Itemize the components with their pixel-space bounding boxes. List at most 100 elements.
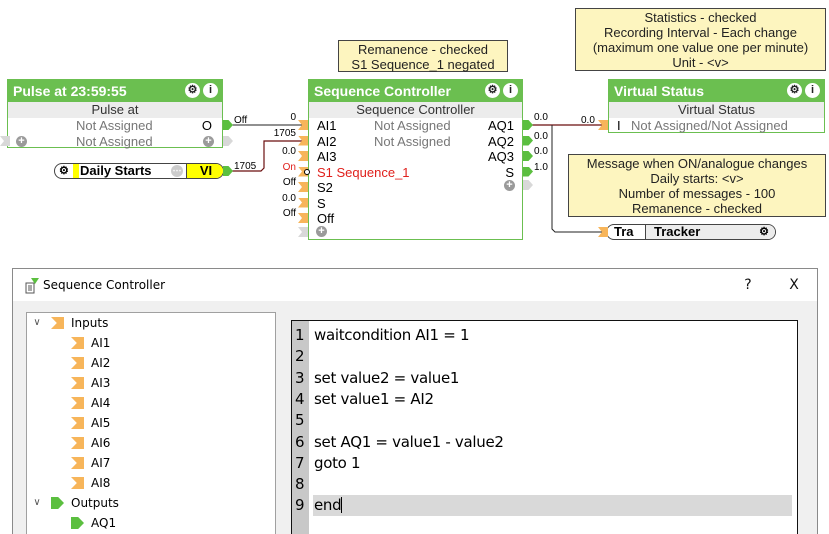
highlight-mark <box>73 164 79 178</box>
tracker-block[interactable]: Tra Tracker ⚙ <box>606 224 776 240</box>
code-text-content: set AQ1 = value1 - value2 <box>314 432 504 451</box>
tree-group-inputs[interactable]: ∨ Inputs <box>27 313 275 333</box>
sequence-output-port[interactable] <box>523 120 533 130</box>
tree-item-label: AI7 <box>91 456 111 470</box>
line-number: 2 <box>295 347 305 366</box>
info-icon[interactable]: i <box>805 83 820 98</box>
tracker-input-port[interactable] <box>598 227 608 237</box>
line-number-gutter <box>292 321 309 534</box>
sequence-controller-subtitle: Sequence Controller <box>309 102 522 118</box>
logic-canvas[interactable]: Remanence - checked S1 Sequence_1 negate… <box>0 0 829 260</box>
tree-item-input[interactable]: AI4 <box>27 393 275 413</box>
output-label: AQ3 <box>487 149 514 164</box>
input-value: 0.0 <box>282 192 296 204</box>
sequence-add-output-port[interactable] <box>523 180 533 190</box>
wires-layer <box>229 124 606 233</box>
pulse-add-output-port[interactable] <box>223 136 233 146</box>
tree-item-input[interactable]: AI3 <box>27 373 275 393</box>
tree-item-output[interactable]: AQ1 <box>27 513 275 533</box>
sequence-note[interactable]: Remanence - checked S1 Sequence_1 negate… <box>338 40 508 72</box>
pulse-block[interactable]: Pulse at 23:59:55 ⚙ i Pulse at Not Assig… <box>7 79 223 149</box>
wire-aq1-to-tracker <box>551 125 606 233</box>
virtual-status-block[interactable]: Virtual Status ⚙ i Virtual Status I Not … <box>608 79 825 133</box>
sequence-add-input-port[interactable] <box>298 227 308 237</box>
virtual-status-header[interactable]: Virtual Status ⚙ i <box>609 80 824 102</box>
input-icon <box>71 337 84 349</box>
io-tree[interactable]: ∨ Inputs AI1 AI2 AI3 AI4 AI5 <box>26 312 276 534</box>
sequence-input-port[interactable] <box>298 213 308 223</box>
gear-icon[interactable]: ⚙ <box>59 165 69 177</box>
gear-icon[interactable]: ⚙ <box>485 83 500 98</box>
sequence-input-port[interactable] <box>298 197 308 208</box>
pulse-add-input-port[interactable] <box>0 136 10 146</box>
code-text: set value2 = value1 <box>314 368 459 389</box>
sequence-input-port[interactable] <box>298 135 308 146</box>
code-line[interactable]: 2 <box>292 346 792 367</box>
close-button[interactable]: X <box>789 277 799 293</box>
output-label: AQ1 <box>487 118 514 133</box>
pulse-block-header[interactable]: Pulse at 23:59:55 ⚙ i <box>8 80 222 102</box>
pulse-output-port[interactable] <box>223 120 233 130</box>
tree-group-label: Inputs <box>71 316 109 330</box>
info-icon[interactable]: i <box>203 83 218 98</box>
sequence-output-port[interactable] <box>523 151 533 161</box>
input-icon <box>71 397 84 409</box>
tracker-note[interactable]: Message when ON/analogue changes Daily s… <box>568 154 826 217</box>
note-line: Recording Interval - Each change <box>604 25 797 40</box>
sequence-input-port[interactable] <box>298 120 308 130</box>
more-icon[interactable]: ⋯ <box>171 165 183 177</box>
tree-item-input[interactable]: AI8 <box>27 473 275 493</box>
virtual-status-title: Virtual Status <box>614 83 704 99</box>
daily-starts-block[interactable]: ⚙ Daily Starts ⋯ VI <box>54 163 224 179</box>
tree-item-input[interactable]: AI7 <box>27 453 275 473</box>
sequence-controller-block[interactable]: Sequence Controller ⚙ i Sequence Control… <box>308 79 523 240</box>
tree-item-label: AI2 <box>91 356 111 370</box>
info-icon[interactable]: i <box>503 83 518 98</box>
add-input-icon[interactable]: + <box>316 226 327 237</box>
chevron-down-icon[interactable]: ∨ <box>33 317 41 328</box>
daily-starts-output-port[interactable] <box>223 166 233 176</box>
gear-icon[interactable]: ⚙ <box>759 226 769 238</box>
daily-starts-name: Daily Starts <box>80 163 152 178</box>
tree-item-input[interactable]: AI1 <box>27 333 275 353</box>
sequence-input-port[interactable] <box>298 151 308 161</box>
tree-group-outputs[interactable]: ∨ Outputs <box>27 493 275 513</box>
assignment-text: Not Assigned <box>76 133 153 149</box>
virtual-status-input-port[interactable] <box>598 120 608 130</box>
sequence-controller-title: Sequence Controller <box>314 83 451 99</box>
note-line: Remanence - checked <box>631 201 763 216</box>
tree-item-input[interactable]: AI2 <box>27 353 275 373</box>
sequence-controller-header[interactable]: Sequence Controller ⚙ i <box>309 80 522 102</box>
sequence-input-port[interactable] <box>298 182 308 192</box>
code-text: waitcondition AI1 = 1 <box>314 325 470 346</box>
code-line[interactable]: 5 <box>292 410 792 431</box>
add-output-icon[interactable]: + <box>504 180 515 191</box>
gear-icon[interactable]: ⚙ <box>787 83 802 98</box>
code-text-content: goto 1 <box>314 453 361 472</box>
code-line[interactable]: 8 <box>292 474 792 495</box>
help-button[interactable]: ? <box>744 277 752 293</box>
tree-item-input[interactable]: AI5 <box>27 413 275 433</box>
input-label: S2 <box>317 180 333 195</box>
chevron-down-icon[interactable]: ∨ <box>33 497 41 508</box>
sequence-input-port[interactable] <box>298 166 308 177</box>
add-input-icon[interactable]: + <box>16 135 27 147</box>
sequence-output-port[interactable] <box>523 135 533 146</box>
code-text-content: set value2 = value1 <box>314 368 460 387</box>
statistics-note[interactable]: Statistics - checked Recording Interval … <box>575 8 826 71</box>
sequence-output-port[interactable] <box>523 166 533 177</box>
add-output-icon[interactable]: + <box>203 135 214 147</box>
app-icon <box>25 278 39 294</box>
tree-item-input[interactable]: AI6 <box>27 433 275 453</box>
gear-icon[interactable]: ⚙ <box>185 83 200 98</box>
current-line-highlight <box>313 495 792 517</box>
dialog-title-bar[interactable]: Sequence Controller ? X <box>13 269 817 301</box>
